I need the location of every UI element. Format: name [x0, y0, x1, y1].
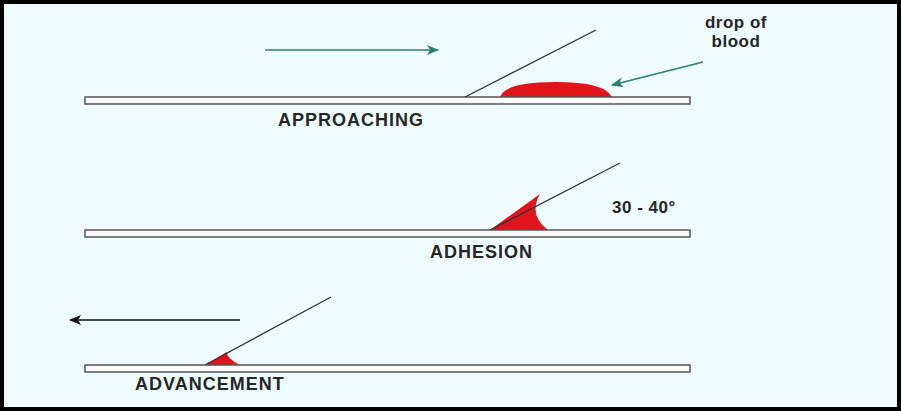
stage-label: APPROACHING: [278, 110, 424, 131]
glass-slide: [85, 365, 690, 372]
glass-slide: [85, 97, 690, 104]
blood-wedge: [205, 352, 240, 365]
stage-label: ADHESION: [430, 242, 533, 263]
glass-slide: [85, 230, 690, 237]
spreader-slide: [205, 297, 331, 365]
motion-arrow: [265, 49, 438, 51]
angle-label: 30 - 40°: [612, 198, 676, 218]
leader-arrow: [612, 62, 703, 85]
callout-label: drop of blood: [686, 14, 786, 51]
spreader-slide: [465, 30, 596, 97]
spreader-slide: [490, 163, 620, 230]
blood-wedge: [490, 194, 548, 230]
motion-arrow: [70, 319, 240, 321]
stage-label: ADVANCEMENT: [135, 374, 285, 395]
blood-drop: [500, 82, 612, 97]
